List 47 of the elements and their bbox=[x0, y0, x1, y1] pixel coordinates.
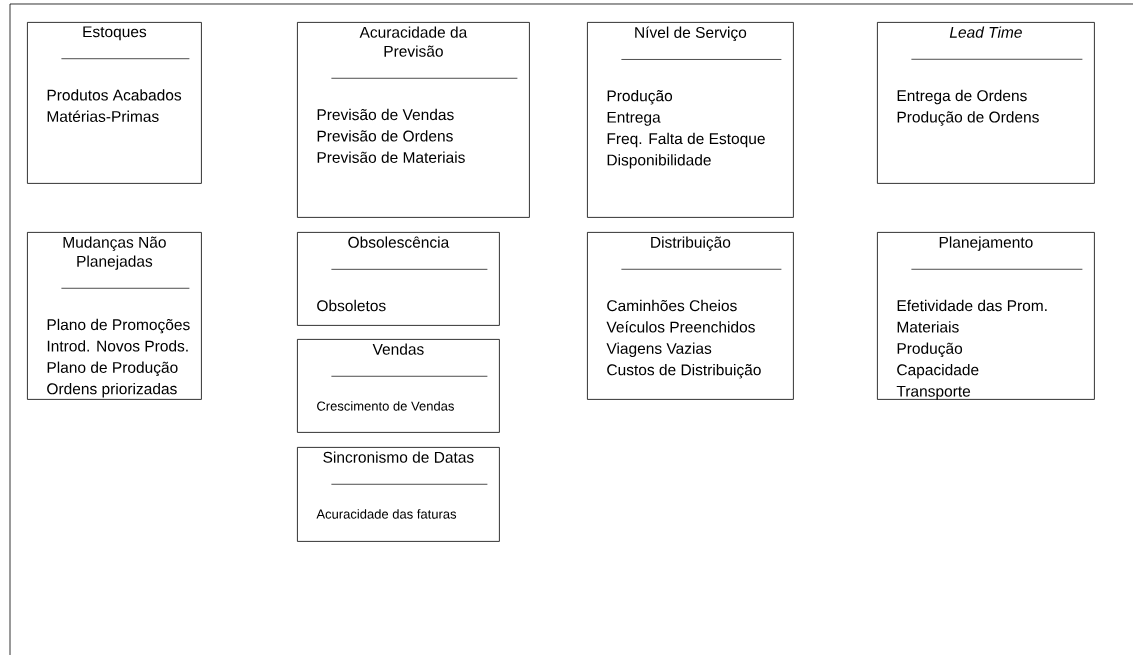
category-box bbox=[27, 22, 202, 184]
list-item: Acuracidade das faturas bbox=[316, 509, 457, 519]
list-item: Efetividade das Prom. bbox=[897, 299, 1047, 312]
list-item: Custos de Distribuição bbox=[607, 363, 761, 379]
list-item: Previsão de Materiais bbox=[317, 151, 465, 163]
list-item: Produtos Acabados bbox=[47, 89, 182, 101]
category-box bbox=[877, 22, 1095, 184]
heading-text: Nível de Serviço bbox=[635, 26, 747, 42]
list-item: Viagens Vazias bbox=[606, 342, 712, 357]
list-item: Produção de Ordens bbox=[897, 111, 1039, 126]
list-item: Entrega de Ordens bbox=[897, 89, 1027, 105]
list-item: Plano de Promoções bbox=[47, 318, 190, 334]
list-item: Produção bbox=[607, 89, 673, 105]
list-item: Caminhões Cheios bbox=[607, 299, 737, 312]
heading-text: Obsolescência bbox=[348, 236, 450, 248]
list-item: Previsão de Ordens bbox=[317, 130, 453, 142]
list-item: Produção bbox=[897, 342, 963, 358]
list-item: Materiais bbox=[897, 321, 959, 333]
list-item: Obsoletos bbox=[317, 299, 386, 312]
list-item: Ordens priorizadas bbox=[47, 382, 177, 398]
heading-text: Estoques bbox=[83, 26, 147, 41]
category-box bbox=[297, 22, 530, 218]
heading-text: Acuracidade da Previsão bbox=[359, 26, 468, 57]
list-item: Capacidade bbox=[897, 363, 979, 379]
heading-text: Vendas bbox=[372, 343, 424, 355]
list-item: Entrega bbox=[607, 111, 661, 126]
list-item: Introd. Novos Prods. bbox=[47, 340, 188, 352]
list-item: Freq. Falta de Estoque bbox=[607, 132, 765, 148]
category-box bbox=[587, 232, 794, 400]
list-item: Matérias-Primas bbox=[47, 110, 159, 122]
heading-text: Lead Time bbox=[949, 26, 1022, 38]
list-item: Disponibilidade bbox=[607, 154, 711, 169]
list-item: Veículos Preenchidos bbox=[606, 321, 755, 333]
list-item: Crescimento de Vendas bbox=[317, 401, 454, 411]
heading-text: Planejamento bbox=[939, 236, 1033, 251]
category-box bbox=[297, 232, 500, 326]
category-box bbox=[297, 339, 500, 433]
category-box bbox=[877, 232, 1095, 400]
heading-text: Sincronismo de Datas bbox=[323, 451, 474, 463]
list-item: Previsão de Vendas bbox=[317, 108, 454, 121]
category-box bbox=[297, 447, 500, 542]
heading-text: Distribuição bbox=[651, 236, 731, 251]
list-item: Transporte bbox=[896, 385, 971, 400]
list-item: Plano de Produção bbox=[47, 361, 178, 377]
category-box bbox=[587, 22, 794, 218]
category-box bbox=[27, 232, 202, 400]
heading-text: Mudanças Não Planejadas bbox=[63, 236, 166, 270]
